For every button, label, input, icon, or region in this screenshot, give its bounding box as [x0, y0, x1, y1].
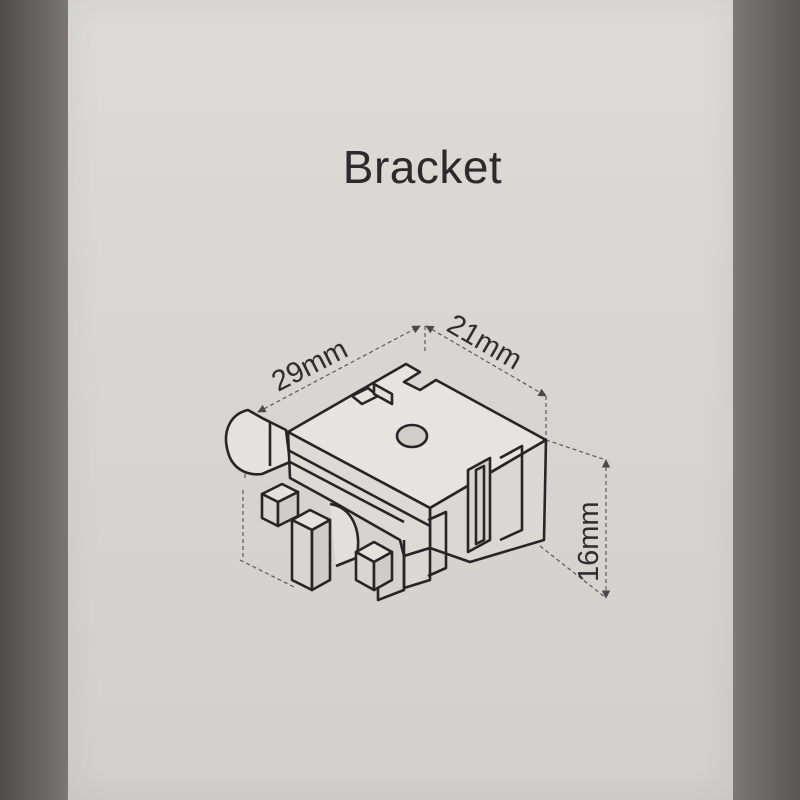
dimension-label-height: 16mm: [573, 501, 605, 582]
diagram-title: Bracket: [342, 141, 503, 193]
background-right-edge: [733, 0, 800, 800]
dimension-label-width: 21mm: [442, 308, 528, 376]
bracket-shape: [224, 362, 548, 602]
dimension-label-length: 29mm: [267, 333, 353, 398]
background-left-edge: [0, 0, 68, 800]
